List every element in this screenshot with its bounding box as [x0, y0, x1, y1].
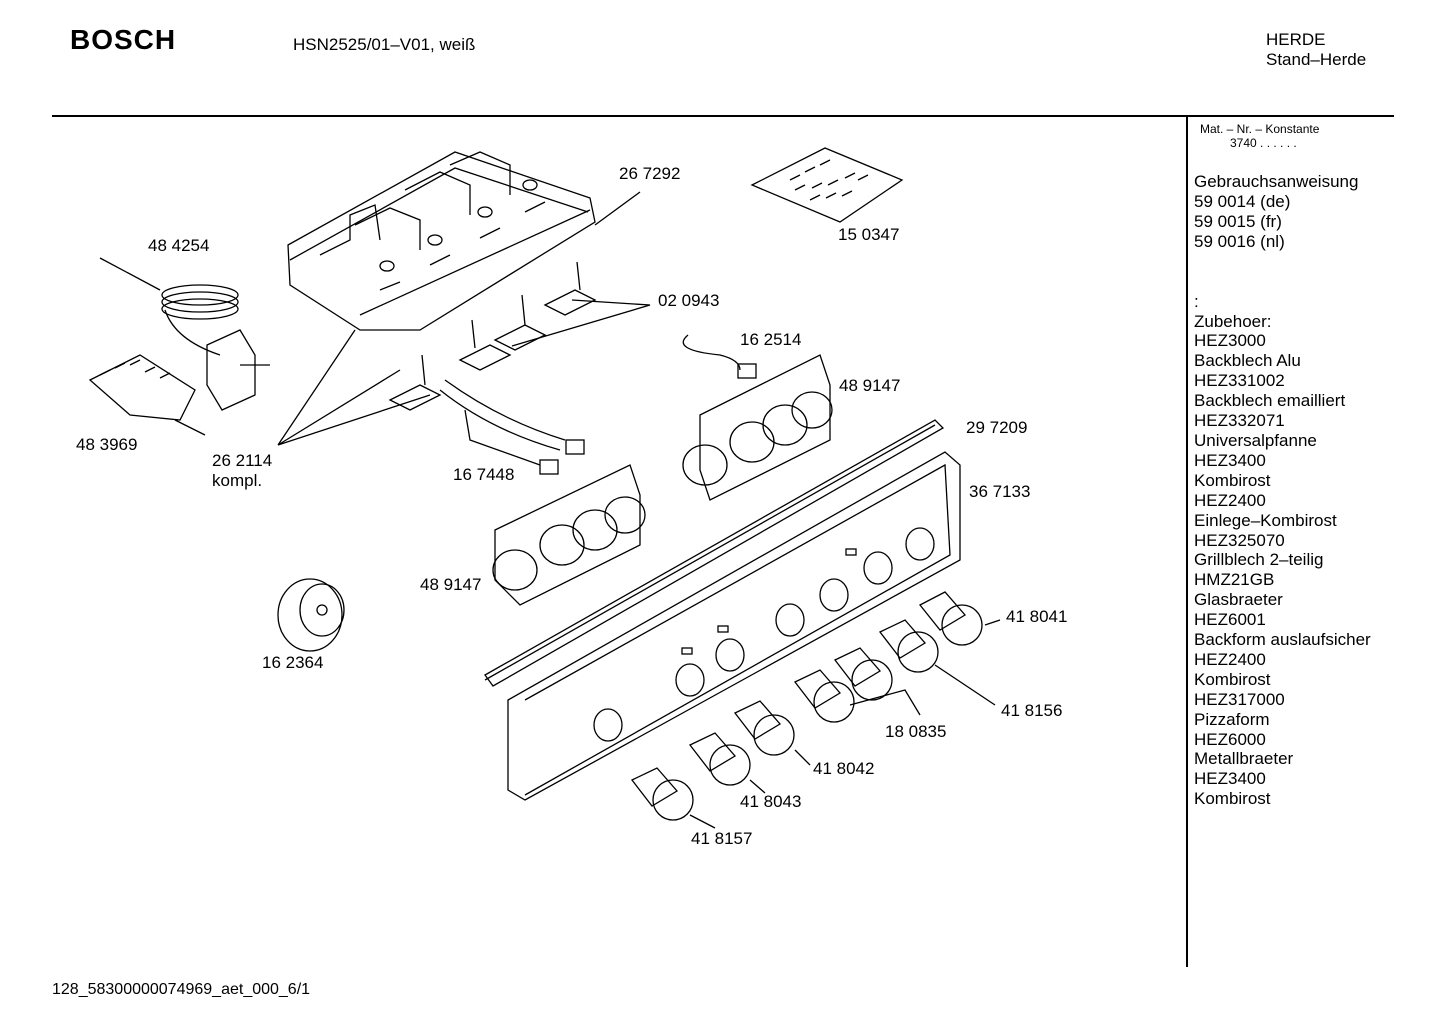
accessory-item: Kombirost — [1194, 669, 1271, 689]
manual-item: 59 0014 (de) — [1194, 191, 1291, 211]
mat-number-label: Mat. – Nr. – Konstante — [1200, 122, 1320, 136]
accessory-item: HEZ3400 — [1194, 450, 1266, 470]
trim-strip-part — [484, 419, 945, 687]
manual-title: Gebrauchsanweisung — [1194, 172, 1359, 191]
part-label: 16 2514 — [740, 330, 801, 349]
brand-logo: BOSCH — [70, 24, 177, 55]
part-label: 48 9147 — [839, 376, 900, 395]
part-label: 36 7133 — [969, 482, 1030, 501]
thermostat-coil-part — [99, 257, 270, 411]
accessory-item: Universalpfanne — [1194, 430, 1317, 450]
leader-020943 — [511, 299, 651, 347]
part-label: 41 8041 — [1006, 607, 1067, 626]
manual-item: 59 0016 (nl) — [1194, 231, 1285, 251]
control-panel-part — [507, 451, 961, 801]
sidebar-divider — [1186, 117, 1188, 967]
part-label: 26 7292 — [619, 164, 680, 183]
part-label: 15 0347 — [838, 225, 899, 244]
accessory-item: Metallbraeter — [1194, 749, 1294, 769]
switch-housing-part — [287, 151, 596, 331]
accessory-item: HEZ3400 — [1194, 769, 1266, 789]
accessory-item: Kombirost — [1194, 789, 1271, 809]
leader-418043 — [749, 779, 766, 794]
accessory-item: HEZ6001 — [1194, 610, 1266, 630]
leader-418156 — [934, 664, 996, 706]
part-label: 41 8043 — [740, 792, 801, 811]
footer-code: 128_58300000074969_aet_000_6/1 — [52, 981, 311, 998]
leader-418042 — [794, 749, 811, 766]
category-line-1: HERDE — [1266, 30, 1326, 49]
push-switches-part — [388, 261, 597, 411]
accessory-item: HEZ325070 — [1194, 530, 1285, 550]
accessory-item: Backblech Alu — [1194, 351, 1301, 371]
knobs-part — [630, 591, 983, 821]
accessory-item: HEZ2400 — [1194, 649, 1266, 669]
accessory-item: Pizzaform — [1194, 709, 1270, 729]
cable-part — [682, 334, 757, 379]
accessory-item: Grillblech 2–teilig — [1194, 550, 1324, 570]
accessory-item: Backform auslaufsicher — [1194, 630, 1371, 650]
knob-bracket-upper-part — [682, 354, 833, 501]
part-label: 29 7209 — [966, 418, 1027, 437]
accessory-item: HEZ331002 — [1194, 371, 1285, 391]
round-housing-part — [277, 578, 345, 652]
selector-switch-part — [88, 354, 206, 436]
category-line-2: Stand–Herde — [1266, 50, 1367, 69]
accessory-item: Glasbraeter — [1194, 590, 1283, 610]
part-label: 26 2114 — [212, 451, 272, 470]
wire-harness-part — [439, 379, 585, 475]
part-label: 48 9147 — [420, 575, 481, 594]
accessory-item: HMZ21GB — [1194, 570, 1275, 590]
part-label: 41 8156 — [1001, 701, 1062, 720]
part-label: 41 8042 — [813, 759, 874, 778]
manual-item: 59 0015 (fr) — [1194, 211, 1282, 231]
knob-bracket-lower-part — [492, 464, 646, 606]
part-label: 16 2364 — [262, 653, 323, 672]
accessories-title: Zubehoer: — [1194, 311, 1272, 331]
leader-267292 — [594, 191, 641, 226]
info-sidebar: Mat. – Nr. – Konstante 3740 . . . . . . … — [1194, 122, 1394, 809]
mat-number-value: 3740 . . . . . . — [1230, 136, 1297, 150]
manual-list: Gebrauchsanweisung 59 0014 (de) 59 0015 … — [1194, 172, 1394, 809]
category-block: HERDE Stand–Herde — [1266, 30, 1366, 70]
accessory-item: HEZ317000 — [1194, 689, 1285, 709]
header-divider — [52, 115, 1394, 117]
accessory-item: HEZ3000 — [1194, 331, 1266, 351]
model-title: HSN2525/01–V01, weiß — [293, 35, 476, 54]
accessory-item: HEZ2400 — [1194, 490, 1266, 510]
leader-262114 — [277, 329, 431, 446]
part-label: 16 7448 — [453, 465, 514, 484]
accessory-item: Kombirost — [1194, 470, 1271, 490]
part-label: 48 4254 — [148, 236, 209, 255]
leader-418041 — [984, 619, 1001, 626]
part-label: 48 3969 — [76, 435, 137, 454]
accessory-item: HEZ6000 — [1194, 729, 1266, 749]
part-label: 02 0943 — [658, 291, 719, 310]
leader-180835 — [849, 689, 921, 716]
separator-colon: : — [1194, 291, 1199, 311]
accessory-item: HEZ332071 — [1194, 411, 1285, 431]
screw-bag-part — [750, 147, 904, 223]
accessory-item: Backblech emailliert — [1194, 391, 1346, 411]
accessory-item: Einlege–Kombirost — [1194, 510, 1337, 530]
part-label: 41 8157 — [691, 829, 752, 848]
part-label: 18 0835 — [885, 722, 946, 741]
leader-418157 — [689, 814, 716, 829]
part-label: kompl. — [212, 471, 262, 490]
